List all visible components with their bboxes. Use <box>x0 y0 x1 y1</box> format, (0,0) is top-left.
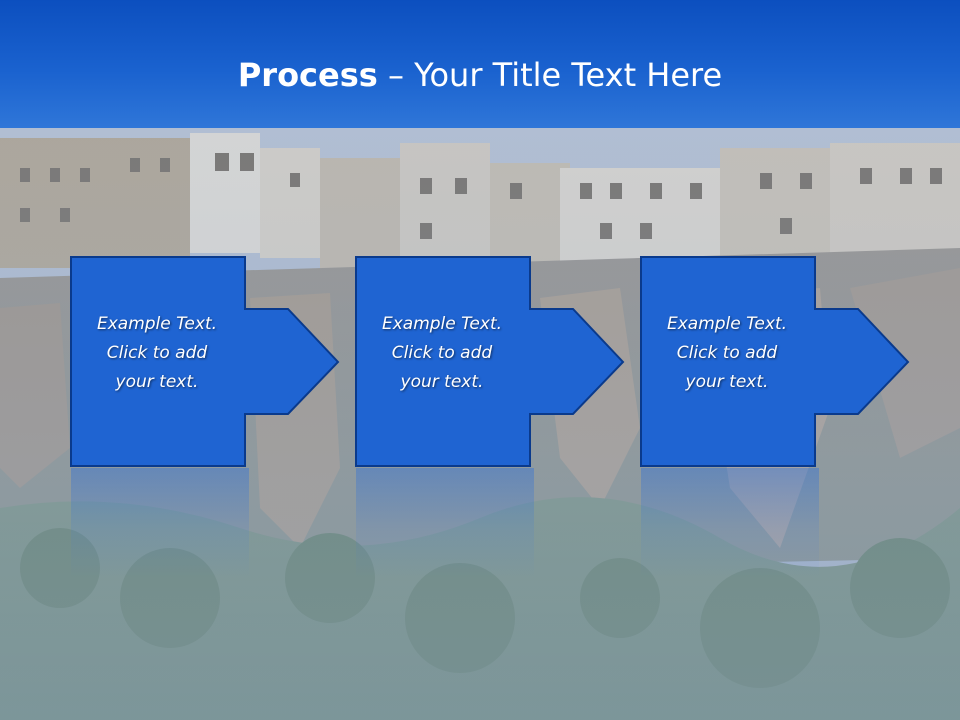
title-bar <box>0 0 960 128</box>
step-2-line-3: your text. <box>400 372 484 392</box>
process-step-1[interactable]: Example Text. Click to add your text. <box>70 256 340 468</box>
step-3-text[interactable]: Example Text. Click to add your text. <box>640 310 814 397</box>
step-2-text[interactable]: Example Text. Click to add your text. <box>355 310 529 397</box>
process-step-2[interactable]: Example Text. Click to add your text. <box>355 256 625 468</box>
step-2-arrow-shape <box>355 256 625 467</box>
step-2-reflection <box>356 468 534 578</box>
step-2-line-1: Example Text. <box>381 314 503 334</box>
step-1-line-2: Click to add <box>106 343 208 363</box>
step-1-line-1: Example Text. <box>96 314 218 334</box>
step-1-arrow-shape <box>70 256 340 467</box>
step-3-line-2: Click to add <box>676 343 778 363</box>
step-2-line-2: Click to add <box>391 343 493 363</box>
title-rest: – Your Title Text Here <box>377 56 723 94</box>
step-1-reflection <box>71 468 249 578</box>
step-3-line-3: your text. <box>685 372 769 392</box>
step-3-line-1: Example Text. <box>666 314 788 334</box>
slide-title[interactable]: Process – Your Title Text Here <box>0 52 960 98</box>
step-1-text[interactable]: Example Text. Click to add your text. <box>70 310 244 397</box>
process-step-3[interactable]: Example Text. Click to add your text. <box>640 256 910 468</box>
step-3-reflection <box>641 468 819 578</box>
step-1-line-3: your text. <box>115 372 199 392</box>
step-3-arrow-shape <box>640 256 910 467</box>
title-bold: Process <box>237 56 378 94</box>
